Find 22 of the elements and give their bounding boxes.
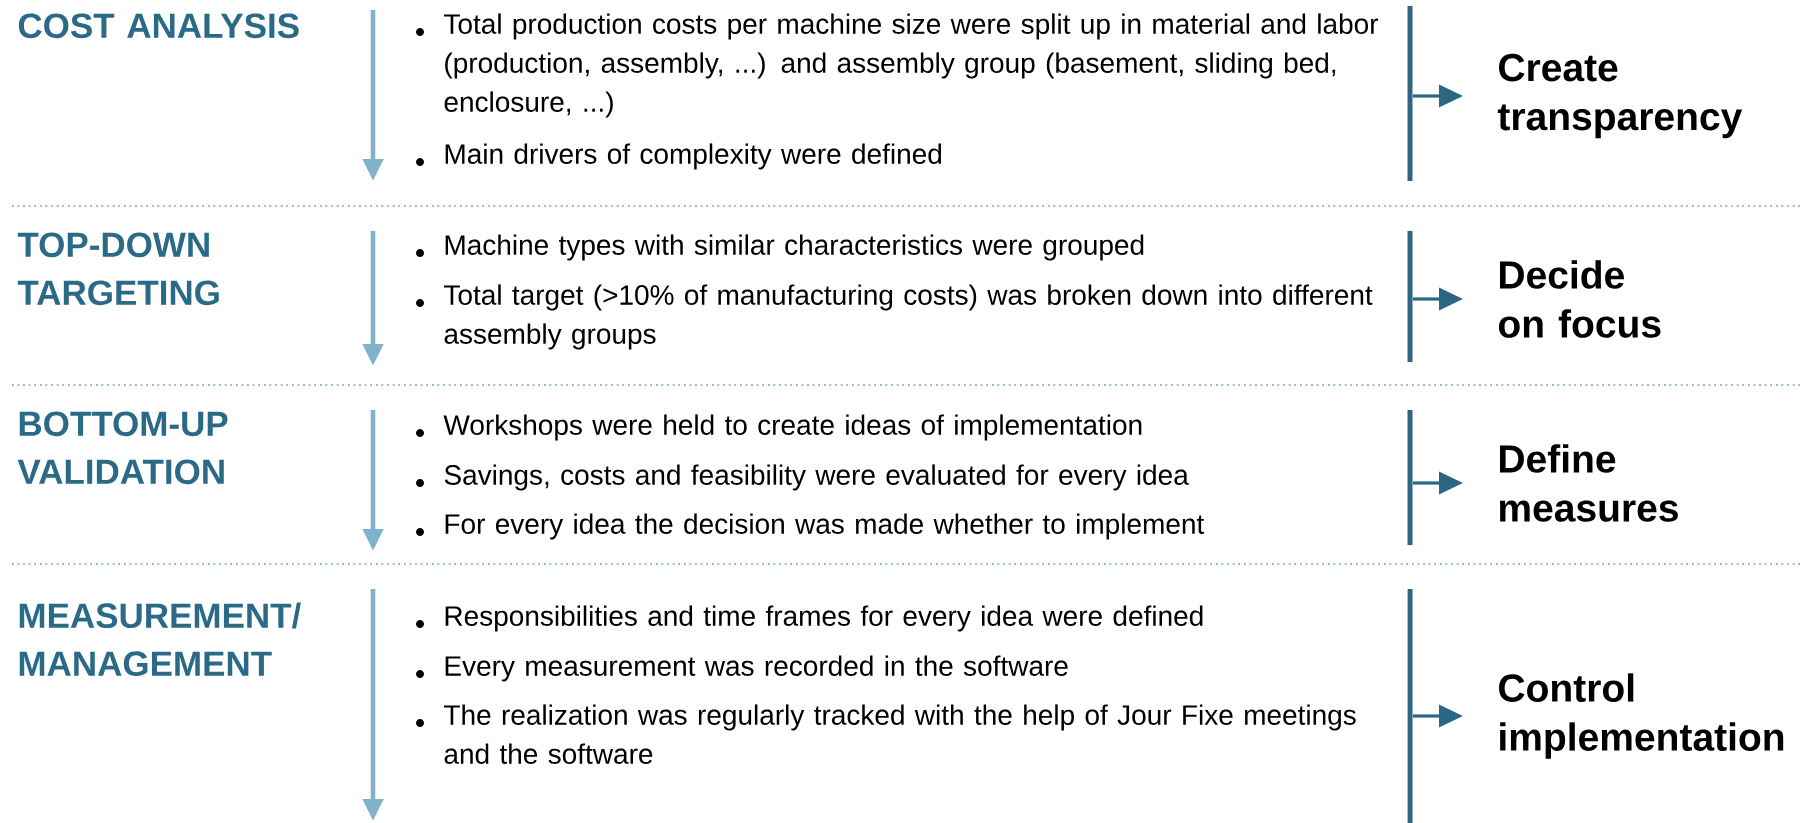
result-text: Decide on focus [1498,260,1661,338]
vertical-bar [1407,410,1413,545]
bullet-text: Workshops were held to create ideas of implementation [443,414,1142,441]
bullet-text: Every measurement was recorded in the software [445,655,1068,682]
bullet-text: Machine types with similar characteristics were grouped [445,234,1144,261]
bullet-text: Responsibilities and time frames for every idea were defined [445,605,1203,632]
bullet-text: Savings, costs and feasibility were evaluated for every idea [444,464,1189,491]
section-heading: BOTTOM-UP VALIDATION [17,411,228,485]
result-text: Create transparency [1497,53,1743,139]
result-text: Define measures [1500,444,1678,522]
bullet-text: The realization was regularly tracked with the help of Jour Fixe meetings and the software [444,704,1356,764]
result-text: Control implementation [1499,673,1784,759]
section-heading: MEASUREMENT/ MANAGEMENT [19,602,301,677]
section-heading: COST ANALYSIS [18,13,299,39]
bullet-text: Total target (>10% of manufacturing costs) was broken down into different assembly groups [444,284,1373,350]
section-heading: TOP-DOWN TARGETING [17,232,219,306]
bullet-text: For every idea the decision was made whether to implement [445,513,1205,540]
vertical-bar [1407,231,1413,362]
bullet-text: Total production costs per machine size were split up in material and labor (production, assembly, ...) and assembly group (basement, sliding bed, enclosure, ...) [444,13,1379,118]
vertical-bar [1407,6,1413,181]
bullet-text: Main drivers of complexity were defined [445,143,942,170]
vertical-bar [1407,589,1413,823]
